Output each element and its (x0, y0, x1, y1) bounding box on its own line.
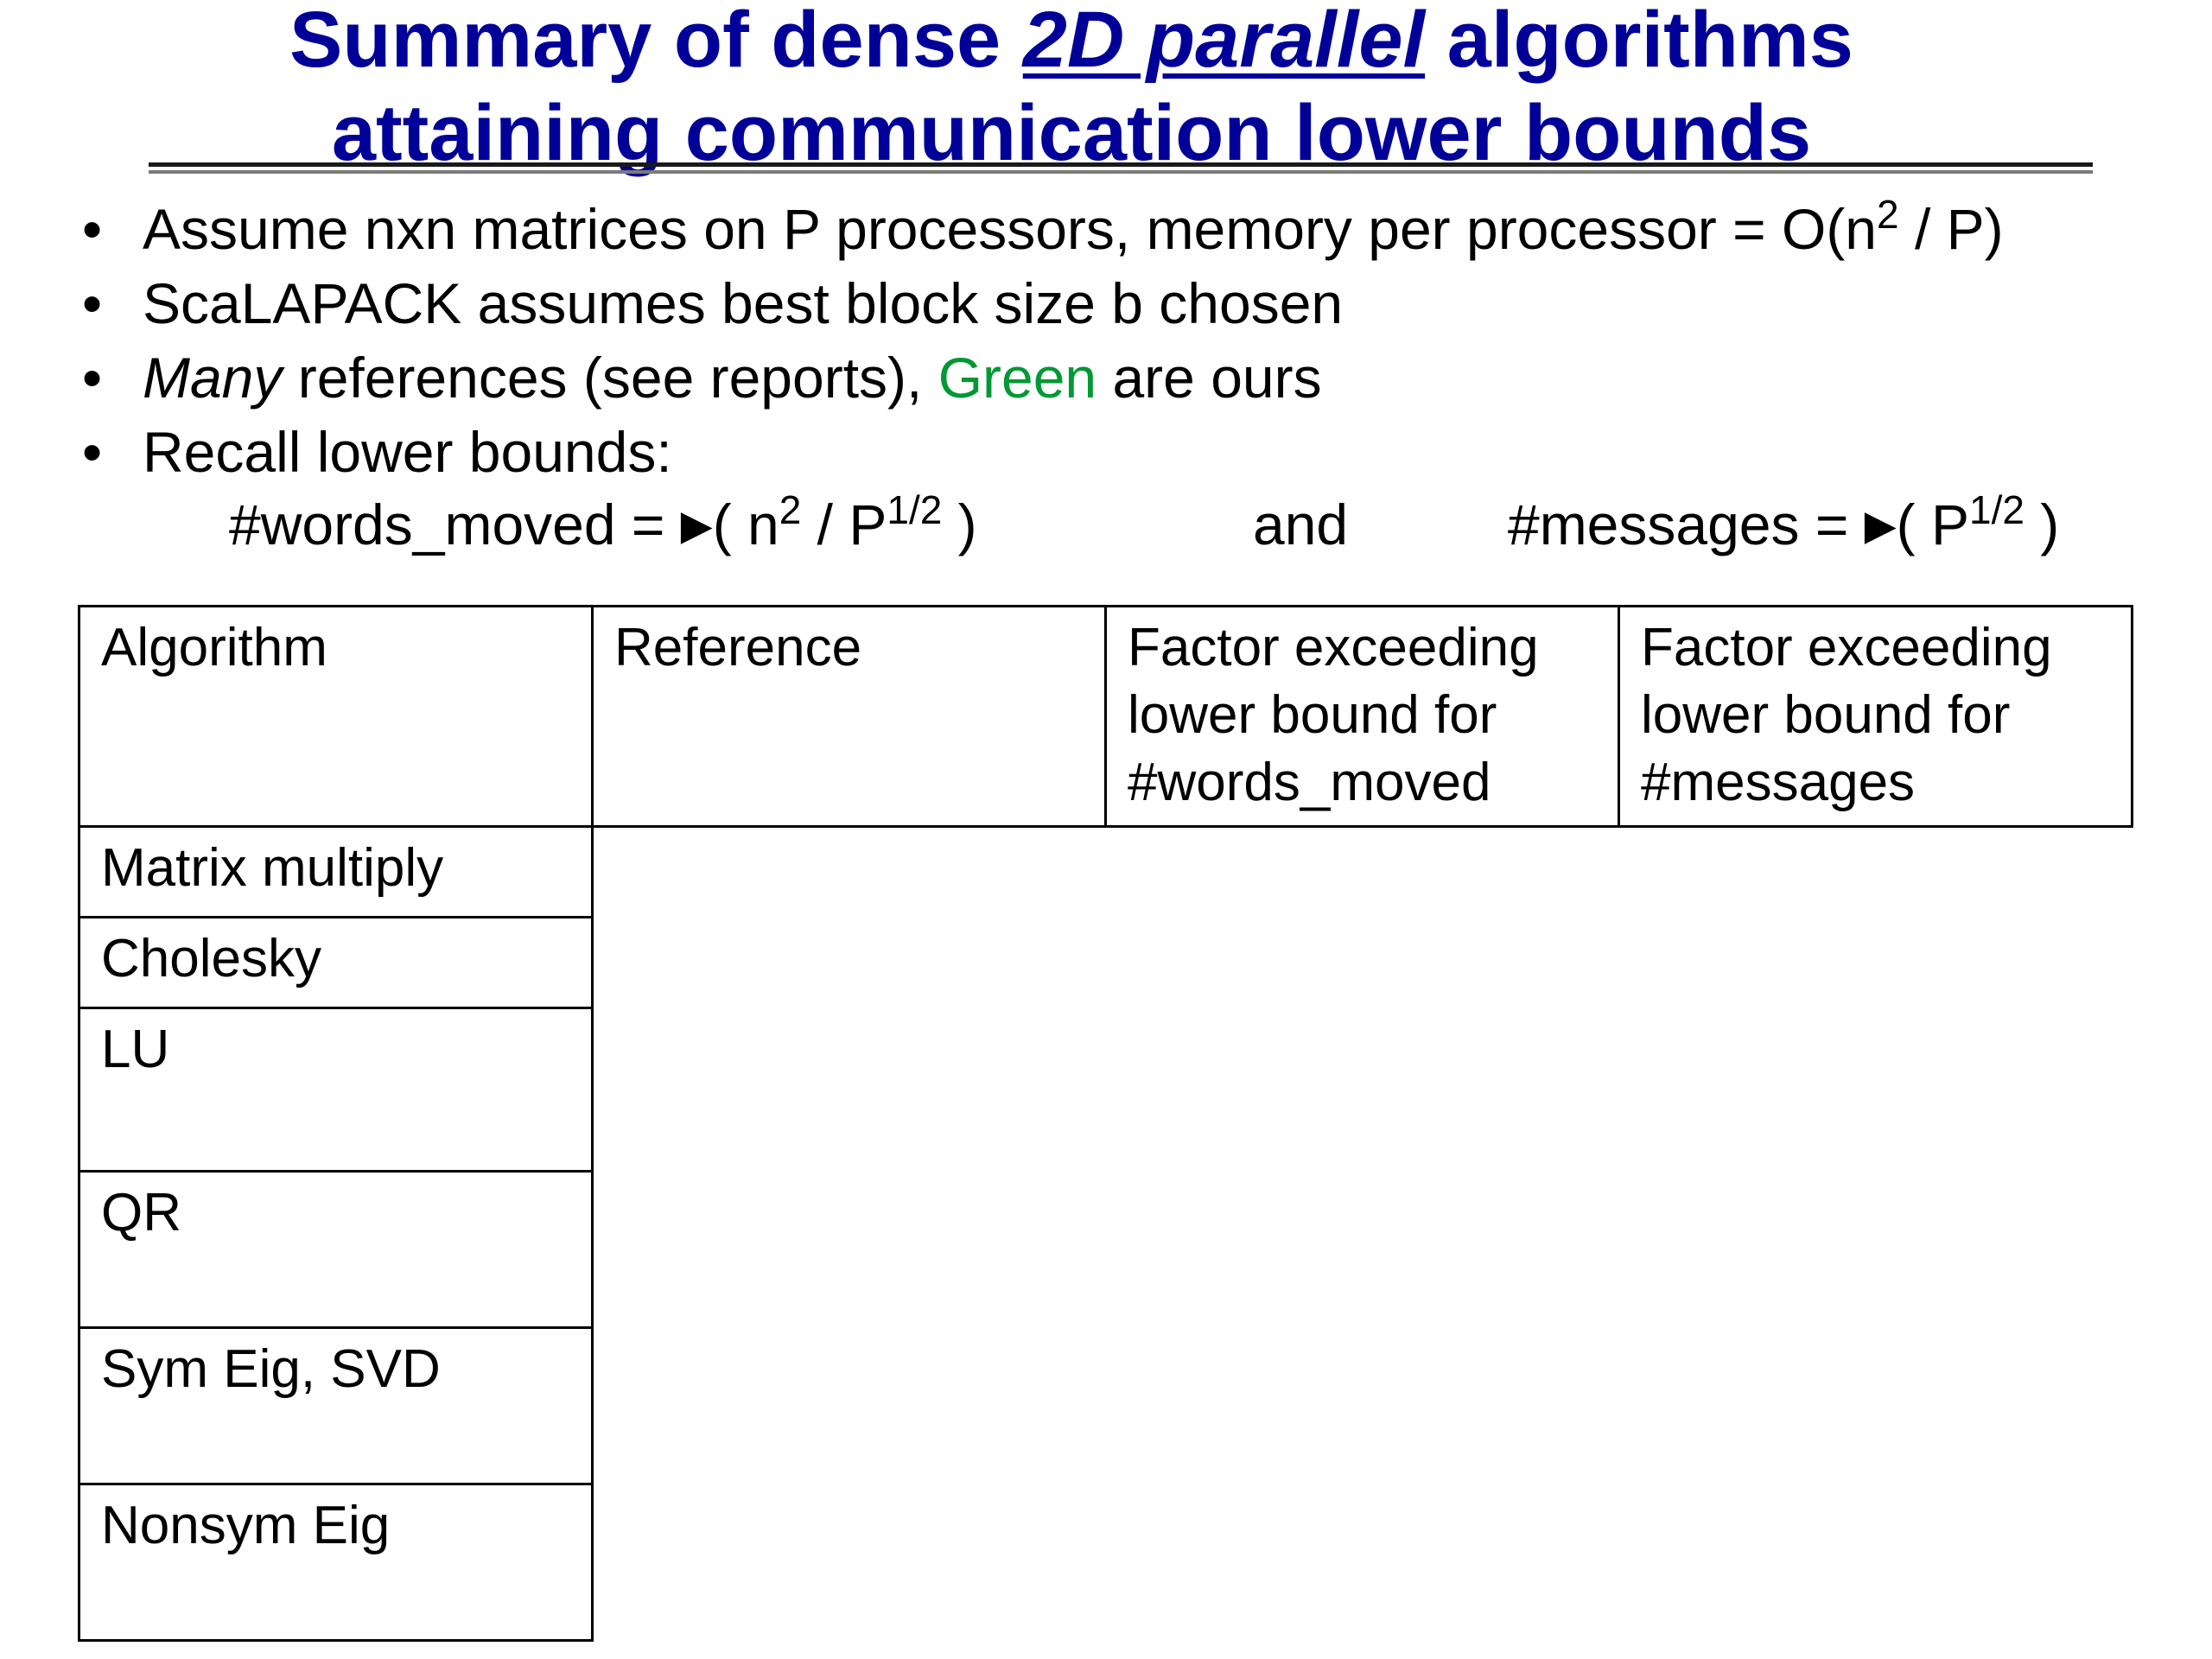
bullet-text: Assume nxn matrices on P processors, mem… (143, 197, 1878, 261)
messages-bound: #messages = ▶( P1/2 ) (1508, 490, 2060, 556)
title-emphasis: 2D parallel (1022, 0, 1426, 84)
slide-title-line-2: attaining communication lower bounds (331, 89, 1812, 177)
bullet-references: •Many references (see reports), Green ar… (82, 349, 1322, 406)
bullet-scalapack: •ScaLAPACK assumes best block size b cho… (82, 275, 1343, 332)
superscript: 2 (1877, 192, 1899, 237)
title-text-start: Summary of dense (289, 0, 1023, 84)
slide-title-line-1: Summary of dense 2D parallel algorithms (0, 0, 2143, 79)
bound-and-word: and (1253, 493, 1349, 556)
bullet-dot: • (82, 420, 103, 484)
superscript: 1/2 (1969, 487, 2024, 532)
bound-label: #words_moved = (229, 493, 681, 556)
green-word: Green (938, 346, 1097, 410)
bullet-text: Recall lower bounds: (143, 420, 672, 484)
bullet-text-tail: / P) (1898, 197, 2004, 261)
row-lu: LU (78, 1007, 594, 1173)
bound-label: #messages = (1508, 493, 1865, 556)
title-underline-rule (149, 162, 2093, 167)
bullet-text: ScaLAPACK assumes best block size b chos… (143, 271, 1344, 335)
row-sym-eig-svd: Sym Eig, SVD (78, 1326, 594, 1485)
bullet-assume-matrices: • Assume nxn matrices on P processors, me… (82, 194, 2004, 261)
bullet-dot: • (82, 346, 103, 410)
algorithm-table: Algorithm Reference Factor exceeding low… (78, 605, 2134, 1642)
row-qr: QR (78, 1170, 594, 1329)
superscript: 2 (779, 487, 802, 532)
bound-expr: ) (942, 493, 977, 556)
bound-expr: ( n (712, 493, 779, 556)
title-underline-shadow (149, 170, 2093, 174)
italic-word: Many (143, 346, 283, 410)
theta-icon: ▶ (680, 503, 713, 549)
row-matrix-multiply: Matrix multiply (78, 825, 594, 918)
bullet-recall-bounds: •Recall lower bounds: (82, 423, 672, 480)
bullet-dot: • (82, 197, 103, 261)
header-factor-words: Factor exceeding lower bound for #words_… (1104, 605, 1620, 828)
bullet-text-tail: are ours (1096, 346, 1322, 410)
superscript: 1/2 (887, 487, 943, 532)
bound-expr: / P (801, 493, 887, 556)
bound-expr: ( P (1896, 493, 1969, 556)
words-moved-bound: #words_moved = ▶( n2 / P1/2 ) (229, 490, 977, 556)
bullet-dot: • (82, 271, 103, 335)
row-cholesky: Cholesky (78, 916, 594, 1009)
header-reference: Reference (591, 605, 1107, 828)
row-nonsym-eig: Nonsym Eig (78, 1483, 594, 1642)
header-factor-messages: Factor exceeding lower bound for #messag… (1618, 605, 2133, 828)
bullet-text: references (see reports), (282, 346, 938, 410)
header-algorithm: Algorithm (78, 605, 594, 828)
bound-expr: ) (2024, 493, 2060, 556)
theta-icon: ▶ (1864, 503, 1897, 549)
title-text-end: algorithms (1425, 0, 1853, 84)
